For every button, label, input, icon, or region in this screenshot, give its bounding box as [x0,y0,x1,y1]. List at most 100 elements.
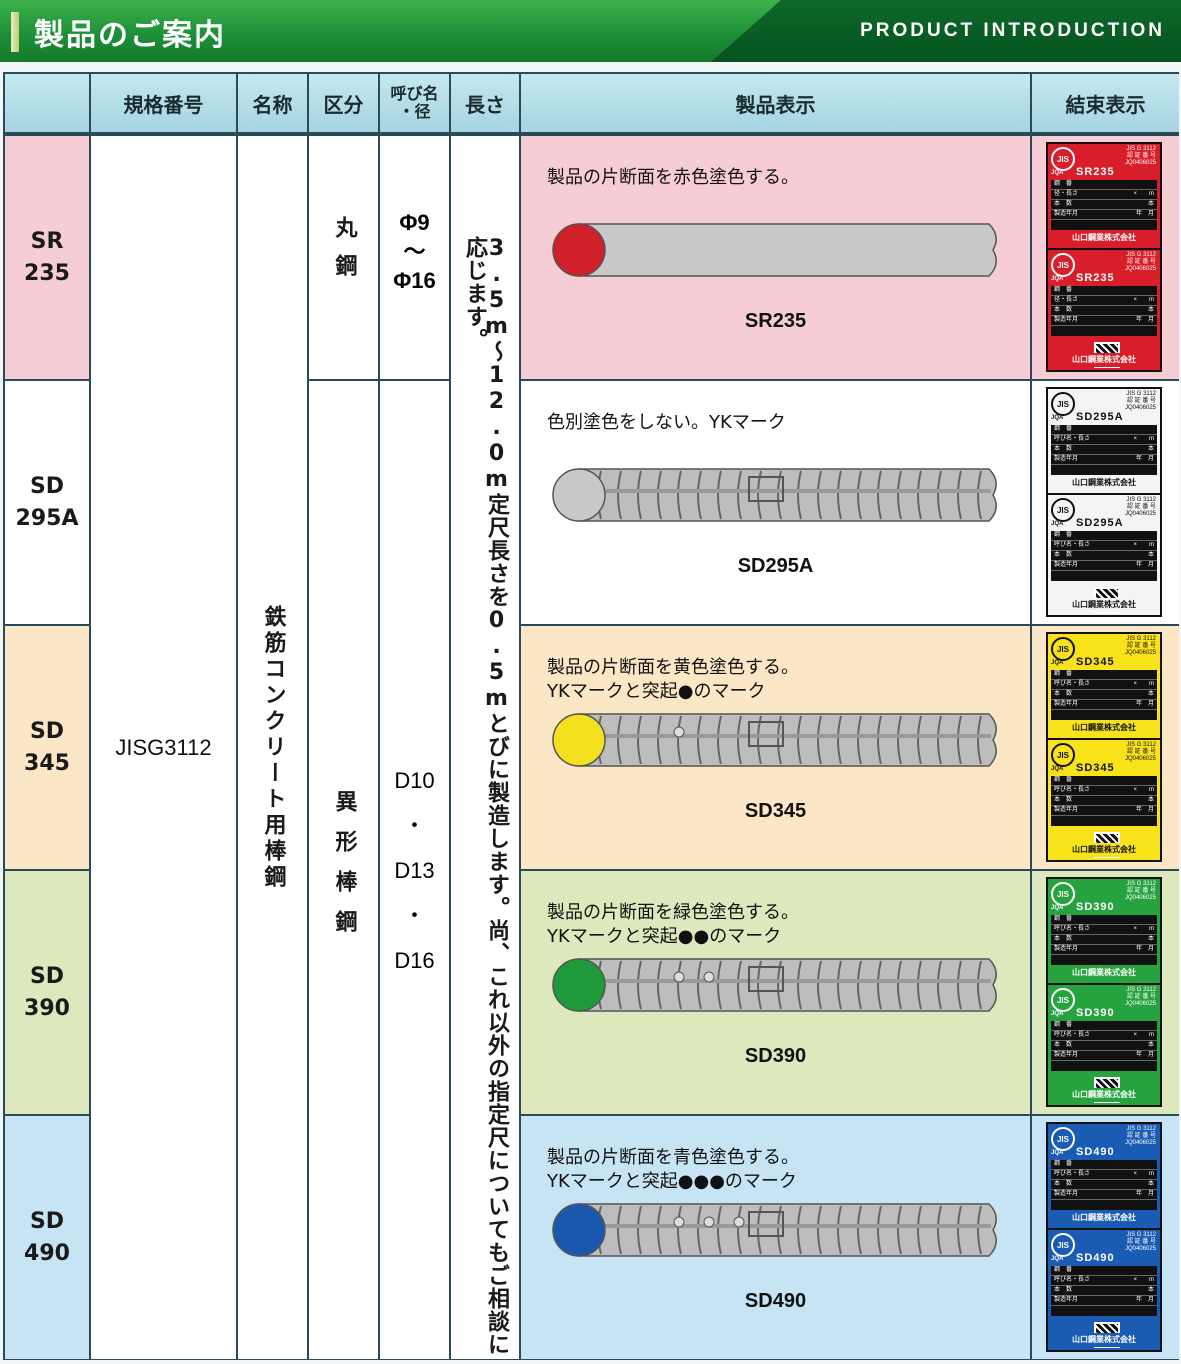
tag-field-row: 本 数本 [1051,690,1157,700]
tag-cert-info: JIS G 3112 認 証 番 号 JQ0406025 [1124,881,1156,901]
tag-company-name: 山口鋼業株式会社 [1051,843,1157,857]
page-subtitle: PRODUCT INTRODUCTION [860,20,1165,41]
tag-field-row: 鋼 番 [1051,1160,1157,1170]
tag-cert-info: JIS G 3112 認 証 番 号 JQ0406025 [1124,1126,1156,1146]
jis-mark-icon: JIS [1051,392,1075,416]
jqa-label: JQA [1051,660,1064,666]
color-end-mark [552,1203,606,1257]
standard-cell: JISG3112 [91,136,236,1359]
product-display-cell: 製品の片断面を赤色塗色する。SR235 [521,136,1030,379]
tag-field-row: 製造年月年 月 [1051,316,1157,326]
tag-field-row: 製造年月年 月 [1051,1296,1157,1306]
jqa-label: JQA [1051,170,1064,176]
tag-grade: SD345 [1076,656,1115,668]
yk-mark-icon [748,721,784,747]
product-display-cell: 製品の片断面を青色塗色する。 YKマークと突起●●●のマーク SD490 [521,1116,1030,1359]
yk-mark-icon [748,476,784,502]
column-header: 呼び名 ・径 [380,74,449,132]
rebar-illustration [552,223,997,277]
product-description: 製品の片断面を赤色塗色する。 [547,167,799,188]
product-description: 製品の片断面を青色塗色する。 YKマークと突起●●●のマーク [547,1147,799,1192]
grade-cell: SD 295A [5,381,89,624]
jqa-label: JQA [1051,1011,1064,1017]
rebar-illustration [552,468,997,522]
tag-field-row: 鋼 番 [1051,425,1157,435]
tag-company-name: 山口鋼業株式会社 [1072,1213,1136,1222]
tag-field-row: 本 数本 [1051,796,1157,806]
tag-cert-info: JIS G 3112 認 証 番 号 JQ0406025 [1124,252,1156,272]
product-grade-label: SD345 [744,800,807,822]
column-header: 製品表示 [521,74,1030,132]
tag-field-row: 鋼 番 [1051,915,1157,925]
size-cell: D10 ・ D13 ・ D16 [380,381,449,1359]
rebar-illustration [552,713,997,767]
product-grade-label: SD390 [744,1045,807,1067]
tag-field-row: 径・長さ× m [1051,296,1157,306]
tag-field-row: 呼び名・長さ× m [1051,1276,1157,1286]
jqa-label: JQA [1051,1150,1064,1156]
product-description: 色別塗色をしない。YKマーク [547,412,786,433]
tag-field-row: 呼び名・長さ× m [1051,435,1157,445]
product-description: 製品の片断面を黄色塗色する。 YKマークと突起●のマーク [547,657,799,702]
category-label: 丸鋼 [331,216,357,292]
jqa-label: JQA [1051,415,1064,421]
tag-field-row: 製造年月年 月 [1051,806,1157,816]
category-label: 異形棒鋼 [331,790,357,950]
tag-field-row: 鋼 番 [1051,670,1157,680]
tag-company-name: 山口鋼業株式会社 [1051,353,1157,367]
banner-accent-bar [11,12,19,52]
tag-cert-info: JIS G 3112 認 証 番 号 JQ0406025 [1124,146,1156,166]
jis-mark-icon: JIS [1051,1233,1075,1257]
tag-company-name: 山口鋼業株式会社 [1051,1333,1157,1347]
tag-grade: SD345 [1076,762,1115,774]
jis-mark-icon: JIS [1051,147,1075,171]
tag-field-row: 呼び名・長さ× m [1051,786,1157,796]
tag-grade: SR235 [1076,166,1115,178]
tag-field-row: 製造年月年 月 [1051,1190,1157,1200]
tag-field-row: 製造年月年 月 [1051,945,1157,955]
length-note: 3.5m〜12.0m定尺長さを0.5mとびに製造します。尚、これ以外の指定尺につ… [462,236,509,1356]
rebar-illustration [552,958,997,1012]
jis-mark-icon: JIS [1051,253,1075,277]
tag-field-row: 本 数本 [1051,1286,1157,1296]
grade-cell: SD 345 [5,626,89,869]
column-header: 名称 [238,74,307,132]
tag-field-row: 鋼 番 [1051,531,1157,541]
tag-field-row: 鋼 番 [1051,1266,1157,1276]
jqa-label: JQA [1051,1256,1064,1262]
column-header: 長さ [451,74,519,132]
grade-cell: SD 390 [5,871,89,1114]
column-header: 区分 [309,74,378,132]
product-name: 鉄筋コンクリート用棒鋼 [260,604,286,891]
jis-mark-icon: JIS [1051,498,1075,522]
jis-mark-icon: JIS [1051,988,1075,1012]
product-display-cell: 製品の片断面を黄色塗色する。 YKマークと突起●のマーク SD345 [521,626,1030,869]
tag-company-name: 山口鋼業株式会社 [1072,478,1136,487]
tag-field-row: 本 数本 [1051,1180,1157,1190]
product-grade-label: SD490 [744,1290,807,1312]
jis-mark-icon: JIS [1051,1127,1075,1151]
tag-field-row: 本 数本 [1051,200,1157,210]
column-header: 規格番号 [91,74,236,132]
header-banner: 製品のご案内 PRODUCT INTRODUCTION [0,0,1181,62]
color-end-mark [552,223,606,277]
tag-grade: SD390 [1076,1007,1115,1019]
grade-cell: SD 490 [5,1116,89,1359]
tag-company-name: 山口鋼業株式会社 [1072,233,1136,242]
tag-field-row: 本 数本 [1051,551,1157,561]
tag-field-row: 製造年月年 月 [1051,210,1157,220]
